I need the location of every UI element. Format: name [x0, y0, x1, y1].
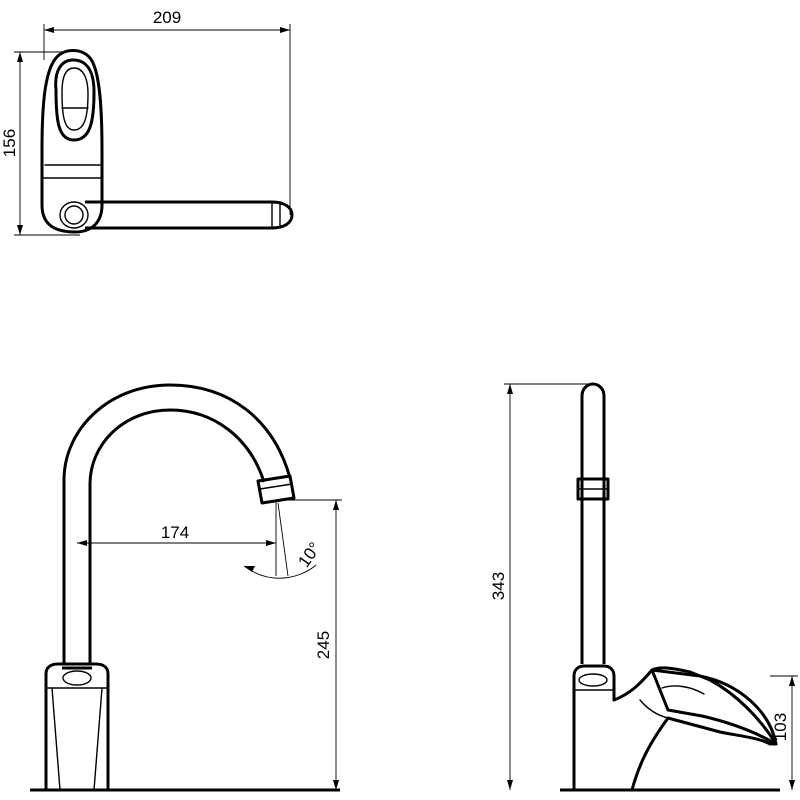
lever-height-label: 103: [771, 713, 790, 741]
top-body-outline: [40, 49, 104, 234]
top-depth-dimension: 156: [0, 51, 80, 236]
overall-height-dimension: 343: [489, 383, 592, 790]
outlet-height-dimension: 245: [282, 499, 342, 790]
front-view: 174 10° 245: [30, 383, 342, 792]
side-spout-tube: [580, 382, 606, 664]
top-lever-outer: [54, 58, 96, 142]
front-spout-inner: [88, 408, 266, 545]
overall-height-label: 343: [489, 572, 508, 600]
spout-reach-label: 174: [161, 523, 189, 542]
top-lever-inner: [61, 67, 89, 131]
side-view: 343 103: [489, 382, 798, 792]
top-depth-label: 156: [0, 129, 19, 157]
spout-reach-dimension: 174: [77, 523, 276, 546]
front-spout-outer: [62, 383, 292, 540]
side-lever: [650, 666, 778, 746]
top-view: 209 156: [0, 8, 294, 236]
front-aerator: [256, 474, 296, 505]
top-spout-outline: [85, 200, 294, 230]
spout-angle-dimension: 10°: [243, 539, 325, 579]
top-width-label: 209: [153, 8, 181, 27]
front-base-body: [44, 662, 110, 790]
top-width-dimension: 209: [43, 8, 291, 215]
spout-angle-label: 10°: [294, 539, 324, 571]
lever-height-dimension: 103: [770, 675, 798, 790]
outlet-height-label: 245: [314, 631, 333, 659]
